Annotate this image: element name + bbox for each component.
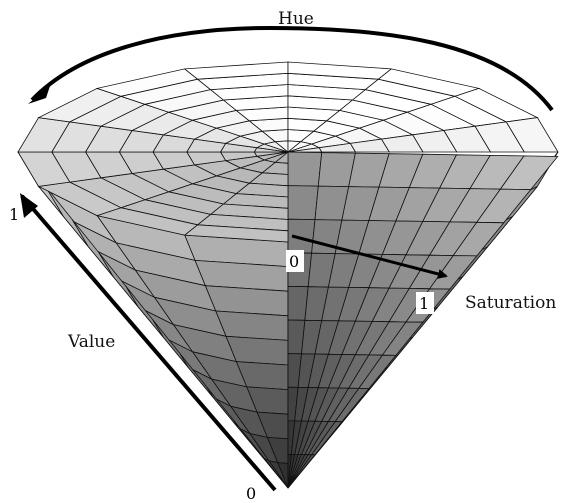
cone-side-facet [260, 454, 289, 489]
saturation-zero-box [286, 250, 304, 272]
hue-arrowhead [28, 86, 50, 104]
hue-label: Hue [278, 9, 314, 29]
hsv-cone [17, 61, 559, 489]
value-axis-arrow [20, 194, 277, 492]
value-label: Value [67, 332, 115, 352]
saturation-one-box [416, 292, 434, 314]
cone-top-facet [505, 117, 559, 153]
saturation-tick-end: 1 [419, 294, 429, 313]
cut-face-right-cell [287, 454, 316, 489]
value-arrowhead [20, 193, 38, 218]
value-tick-top: 1 [9, 205, 19, 224]
hue-arrow [30, 25, 554, 112]
cut-face-right-cell [287, 185, 319, 221]
saturation-arrow [291, 234, 448, 279]
cut-face-right-cell [287, 151, 323, 187]
saturation-tick-start: 0 [289, 252, 299, 271]
saturation-label: Saturation [465, 293, 556, 313]
value-tick-bottom: 0 [246, 484, 256, 503]
